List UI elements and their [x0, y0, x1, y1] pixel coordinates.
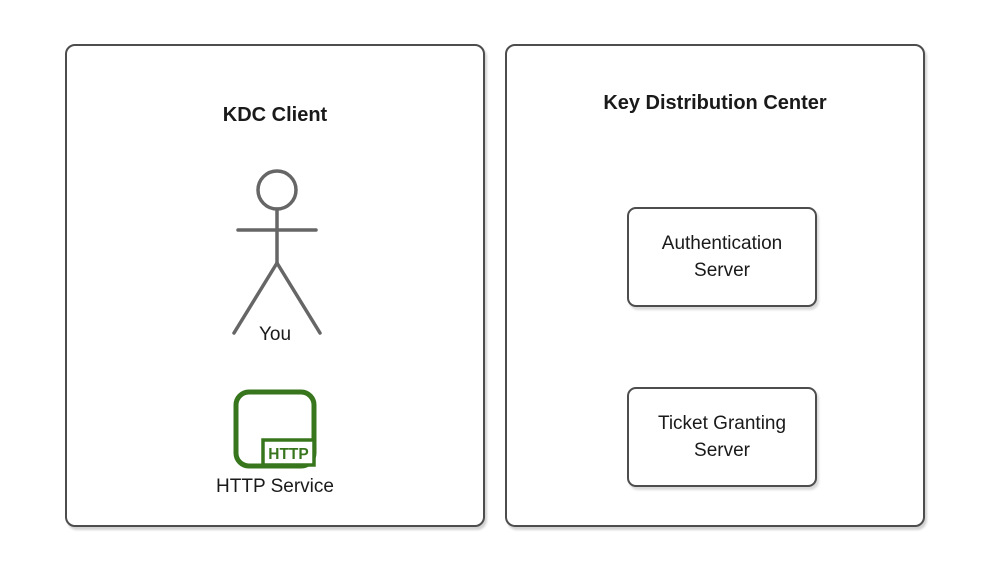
- kdc-title-text: Key Distribution Center: [603, 92, 827, 114]
- actor-label: You: [258, 324, 292, 345]
- authentication-server-node: Authentication Server: [627, 207, 817, 307]
- ticket-granting-server-node: Ticket Granting Server: [627, 387, 817, 487]
- key-distribution-center-panel: Key Distribution Center Authentication S…: [505, 44, 925, 527]
- http-service-icon: HTTP: [233, 389, 317, 469]
- http-icon-text: HTTP: [268, 446, 308, 463]
- authentication-server-label: Authentication Server: [661, 233, 783, 281]
- kdc-title: Key Distribution Center: [507, 90, 923, 117]
- ticket-granting-server-label: Ticket Granting Server: [657, 413, 787, 461]
- actor-icon: [232, 169, 322, 335]
- kdc-client-panel: KDC Client You HTTP HTTP Service: [65, 44, 485, 527]
- http-service-label: HTTP Service: [216, 476, 334, 497]
- kdc-client-title-text: KDC Client: [222, 104, 328, 126]
- kdc-client-title: KDC Client: [67, 102, 483, 129]
